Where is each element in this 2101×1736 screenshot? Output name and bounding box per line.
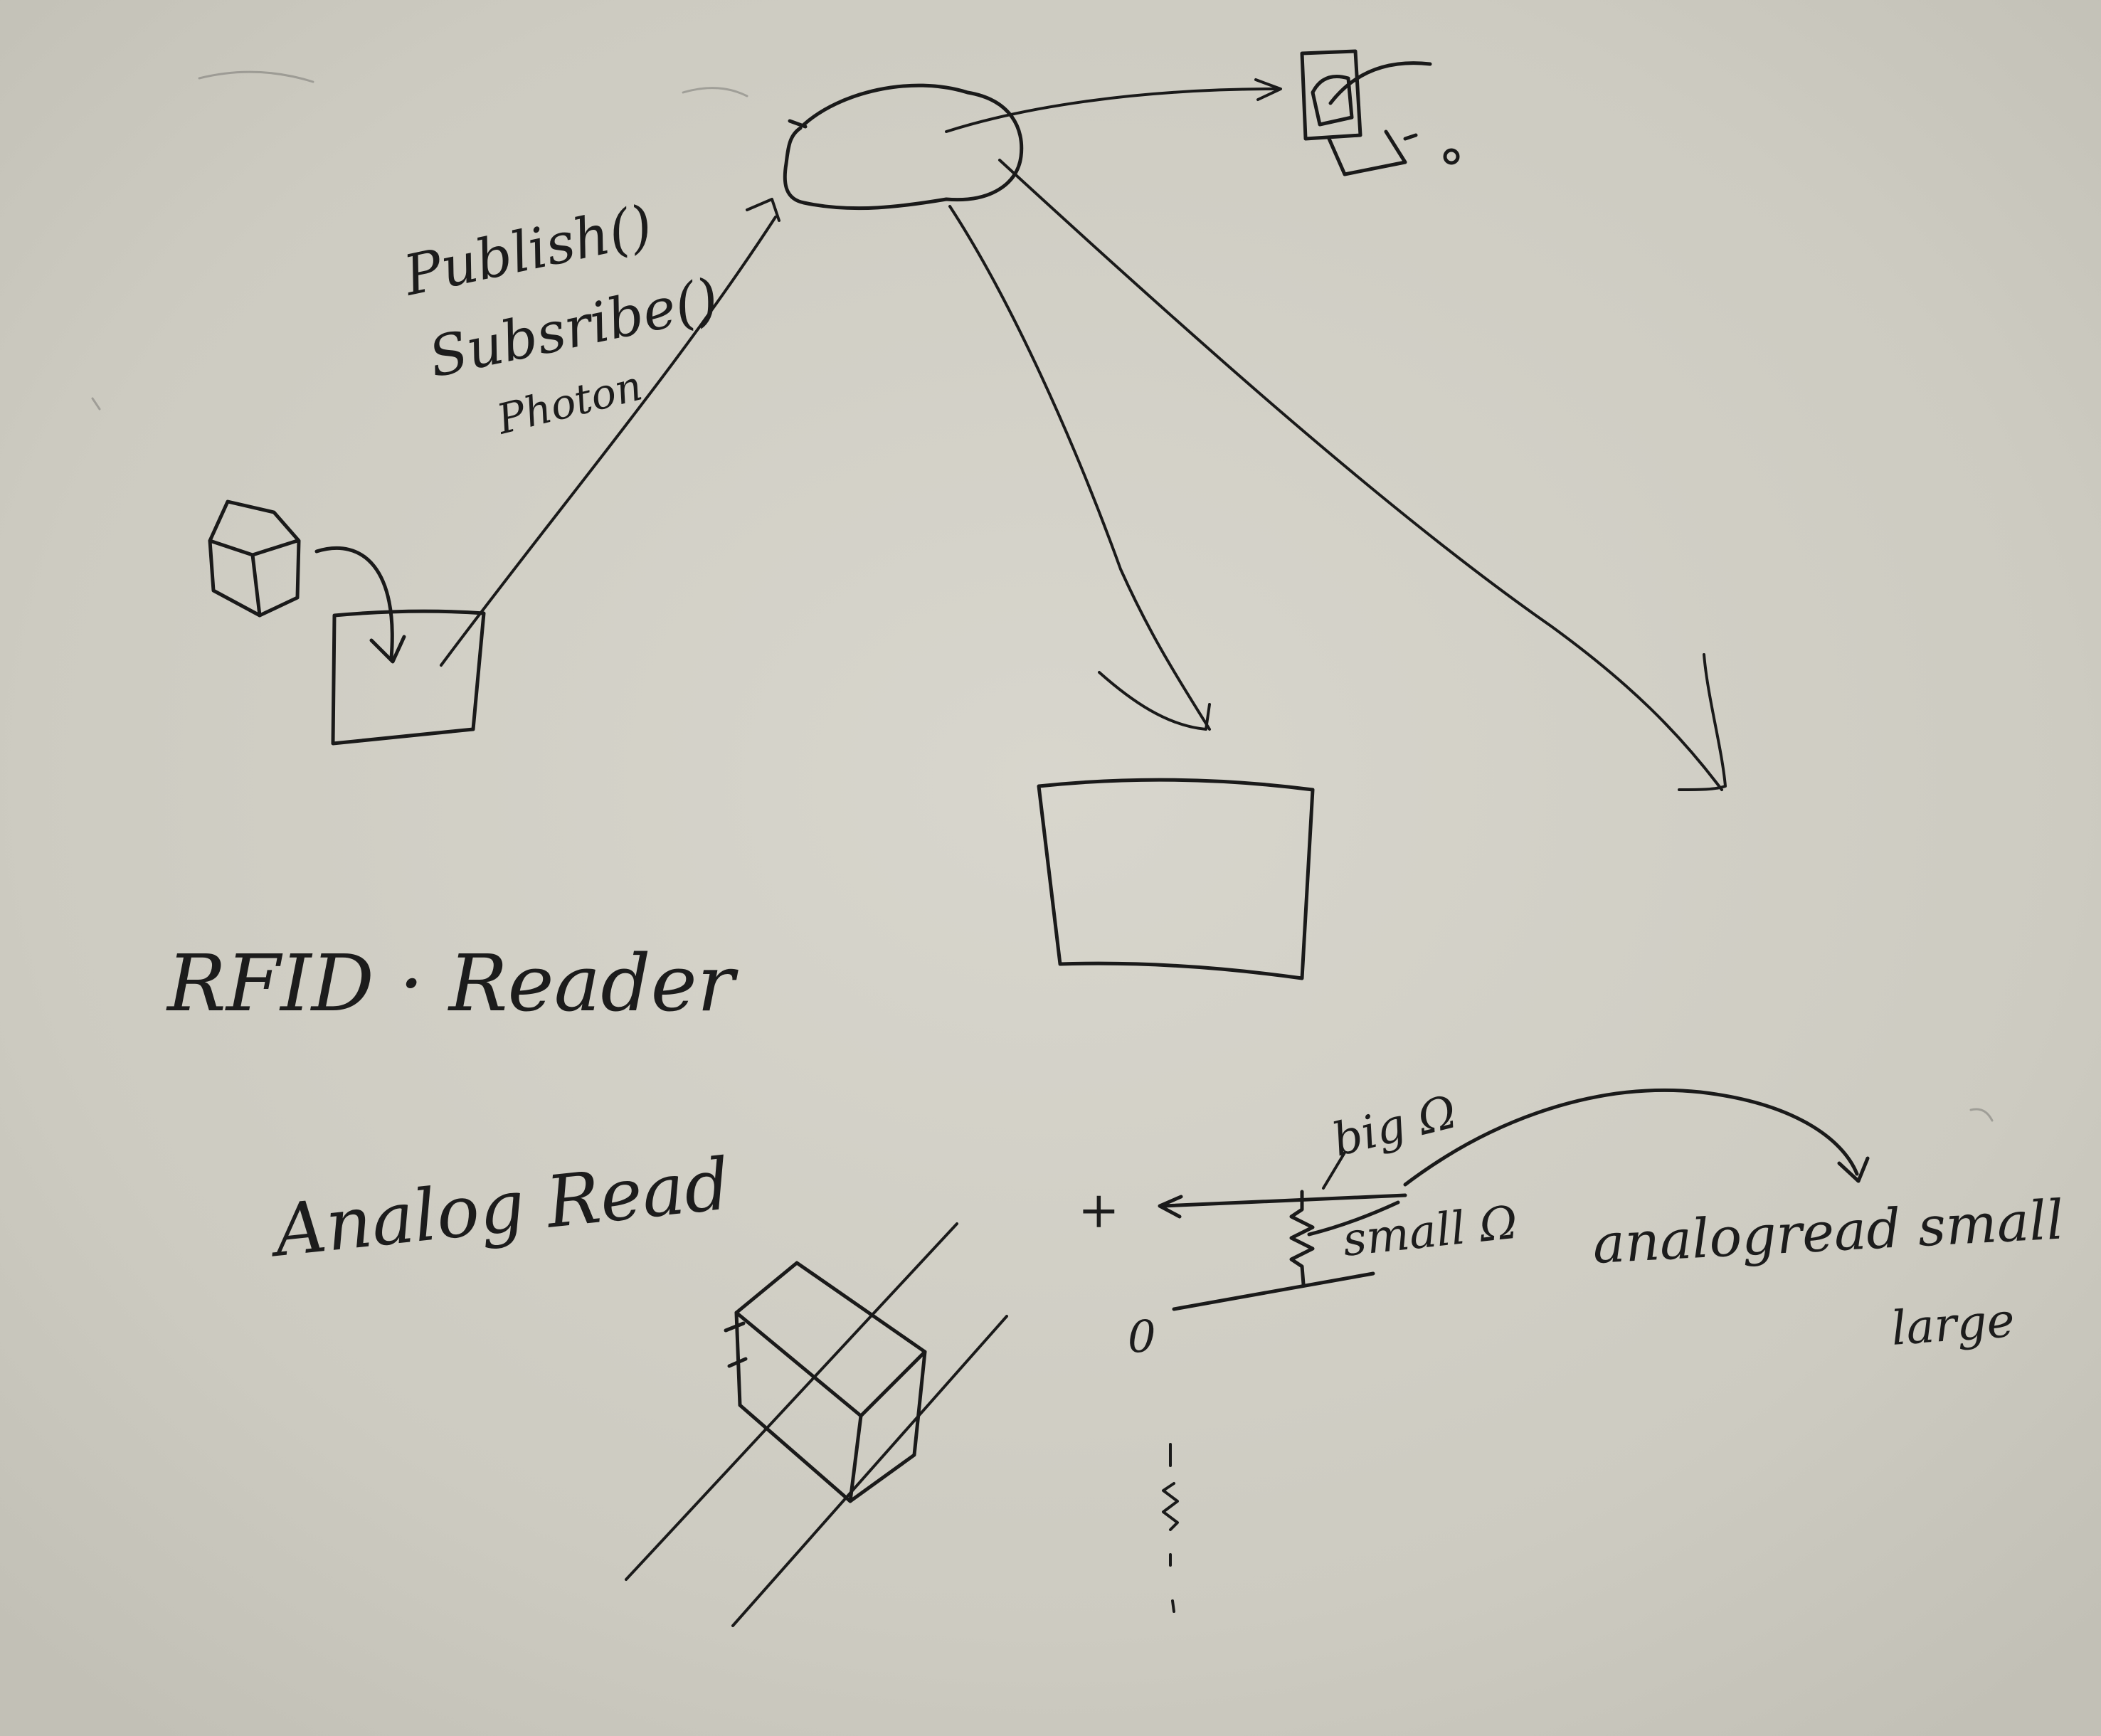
plus-label: + <box>1078 1181 1120 1239</box>
device-to-cloud-arrowhead <box>746 198 780 222</box>
cloud-shape <box>783 83 1024 211</box>
laptop-icon <box>1300 49 1460 176</box>
cloud-to-right-arrow <box>998 159 1723 791</box>
zero-label: 0 <box>1128 1311 1155 1362</box>
resistor <box>1289 1190 1315 1286</box>
vertical-resistor-doodle <box>1162 1443 1179 1613</box>
top-rail-arrowhead <box>1158 1195 1183 1219</box>
bottom-rail <box>1172 1271 1375 1311</box>
cloud-to-laptop-arrowhead <box>1254 78 1282 101</box>
device-box <box>331 609 486 746</box>
large-label: large <box>1890 1293 2016 1356</box>
ghost-marks <box>91 70 1994 1122</box>
diagonal-line-1 <box>625 1222 958 1581</box>
resistor-tap <box>1307 1200 1400 1237</box>
screen-rectangle <box>1037 778 1315 980</box>
cloud-to-laptop-arrow <box>945 88 1279 133</box>
cube-to-device-arrow <box>314 546 394 660</box>
cloud-to-right-arrowhead <box>1678 653 1727 791</box>
big-omega-pointer <box>1322 1151 1346 1190</box>
big-to-analogread-arrowhead <box>1837 1156 1870 1183</box>
device-to-cloud-line <box>440 216 777 667</box>
cloud-to-screen-arrowhead <box>1098 671 1211 731</box>
big-to-analogread-arrow <box>1403 1088 1859 1187</box>
top-rail <box>1161 1193 1407 1208</box>
rfid-reader-label: RFID · Reader <box>166 938 739 1029</box>
diagonal-line-2 <box>731 1315 1008 1627</box>
small-cube-icon <box>208 499 301 618</box>
cloud-to-screen-arrow <box>948 205 1211 731</box>
cloud-left-tick <box>788 119 808 129</box>
cube-to-device-arrowhead <box>369 635 406 664</box>
large-cube-icon <box>724 1261 927 1503</box>
